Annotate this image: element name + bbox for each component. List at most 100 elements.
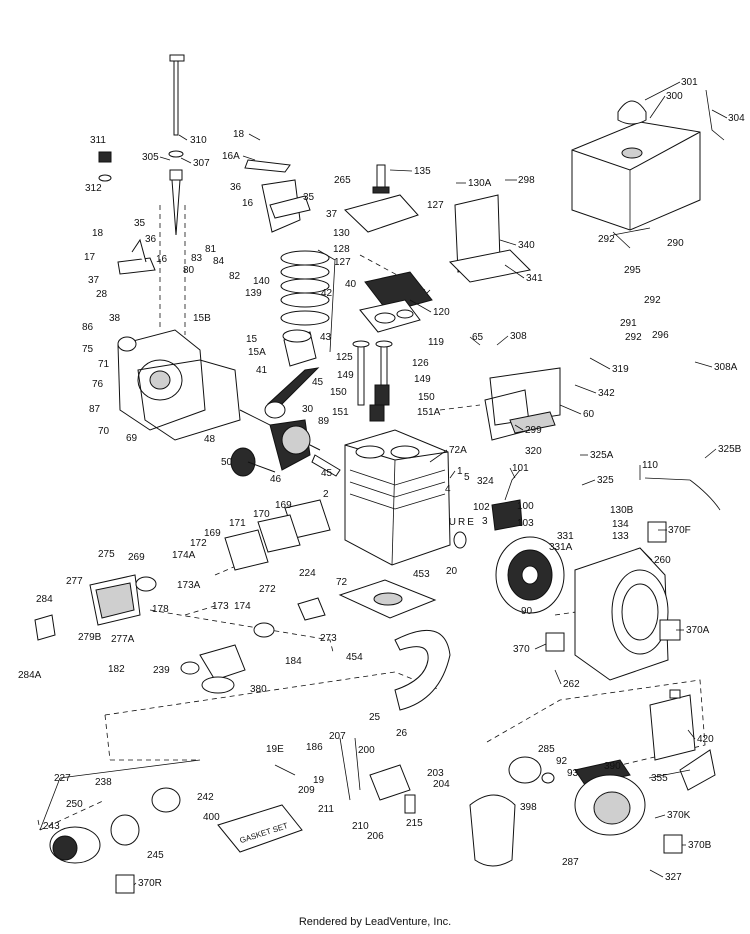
governor-brackets bbox=[117, 159, 311, 275]
callout: 36 bbox=[145, 234, 157, 245]
callout: 311 bbox=[90, 135, 106, 146]
callout: 2 bbox=[323, 489, 329, 500]
callout: 269 bbox=[128, 552, 145, 563]
callout: 150 bbox=[330, 387, 347, 398]
callout: 227 bbox=[54, 773, 71, 784]
callout: 76 bbox=[92, 379, 104, 390]
callout: 171 bbox=[229, 518, 246, 529]
callout: 243 bbox=[43, 821, 60, 832]
callout: 130A bbox=[468, 178, 492, 189]
callout: 301 bbox=[681, 77, 698, 88]
callout: 135 bbox=[414, 166, 431, 177]
callout: 134 bbox=[612, 519, 629, 530]
callout: 81 bbox=[205, 244, 217, 255]
callout: 420 bbox=[697, 734, 714, 745]
callout: 169 bbox=[204, 528, 221, 539]
callout: 239 bbox=[153, 665, 170, 676]
callout: 103 bbox=[517, 518, 534, 529]
callout: 110 bbox=[642, 460, 658, 471]
callout: 370 bbox=[513, 644, 530, 655]
callout: 19E bbox=[266, 744, 284, 755]
callout: 250 bbox=[66, 799, 83, 810]
callout: 273 bbox=[320, 633, 337, 644]
engine-block bbox=[344, 429, 467, 566]
piston-rings bbox=[280, 249, 336, 353]
footer-credit: Rendered by LeadVenture, Inc. bbox=[298, 916, 452, 928]
callout: 453 bbox=[413, 569, 430, 580]
callout: 35 bbox=[134, 218, 146, 229]
callout: 35 bbox=[303, 192, 315, 203]
callout: 292 bbox=[644, 295, 661, 306]
callout: 127 bbox=[427, 200, 444, 211]
callout: 340 bbox=[518, 240, 535, 251]
cylinder-head bbox=[359, 271, 433, 333]
callout: 50 bbox=[221, 457, 233, 468]
callout: 38 bbox=[109, 313, 121, 324]
callout: 285 bbox=[538, 744, 555, 755]
callout: 69 bbox=[126, 433, 138, 444]
callout: 75 bbox=[82, 344, 94, 355]
callout: 82 bbox=[229, 271, 241, 282]
callout: 15 bbox=[246, 334, 258, 345]
callout: 140 bbox=[253, 276, 270, 287]
callout: 200 bbox=[358, 745, 375, 756]
callout: 80 bbox=[183, 265, 195, 276]
callout: 15B bbox=[193, 313, 211, 324]
callout: 325 bbox=[597, 475, 614, 486]
callout: 28 bbox=[96, 289, 108, 300]
callout: 4 bbox=[445, 484, 451, 495]
blower-housing bbox=[574, 547, 669, 681]
callout: 245 bbox=[147, 850, 164, 861]
callout: 265 bbox=[334, 175, 351, 186]
callout: 15A bbox=[248, 347, 266, 358]
callout: 169 bbox=[275, 500, 292, 511]
valves bbox=[352, 340, 393, 422]
callout: 3 bbox=[482, 516, 488, 527]
callout: 390 bbox=[604, 761, 621, 772]
callout: 210 bbox=[352, 821, 369, 832]
callout: 17 bbox=[84, 252, 96, 263]
callout: 16 bbox=[156, 254, 168, 265]
crankcase-cover bbox=[117, 329, 241, 441]
base-plate bbox=[338, 579, 437, 619]
callout: 174A bbox=[172, 550, 196, 561]
callout: 277 bbox=[66, 576, 83, 587]
callout: 18 bbox=[92, 228, 104, 239]
callout: 18 bbox=[233, 129, 245, 140]
piston bbox=[282, 329, 317, 367]
callout: 41 bbox=[256, 365, 268, 376]
callout: 170 bbox=[253, 509, 270, 520]
callout: 207 bbox=[329, 731, 346, 742]
callout: 380 bbox=[250, 684, 267, 695]
callout: 370B bbox=[688, 840, 712, 851]
callout: 182 bbox=[108, 664, 125, 675]
callout: 102 bbox=[473, 502, 490, 513]
screen bbox=[469, 794, 516, 867]
callout-labels: 301 300 304 311 310 305 307 312 18 16A 3… bbox=[18, 77, 745, 889]
callout: 209 bbox=[298, 785, 315, 796]
muffler bbox=[34, 574, 157, 641]
callout: 86 bbox=[82, 322, 94, 333]
callout: 300 bbox=[666, 91, 683, 102]
callout: 370A bbox=[686, 625, 710, 636]
callout: 72A bbox=[449, 445, 467, 456]
callout: 342 bbox=[598, 388, 615, 399]
callout: 70 bbox=[98, 426, 110, 437]
callout: 5 bbox=[464, 472, 470, 483]
callout: 331 bbox=[557, 531, 574, 542]
callout: 83 bbox=[191, 253, 203, 264]
callout: 173 bbox=[212, 601, 229, 612]
callout: 292 bbox=[625, 332, 642, 343]
callout: 355 bbox=[651, 773, 668, 784]
callout: 172 bbox=[190, 538, 207, 549]
callout: 284A bbox=[18, 670, 42, 681]
leader-lines bbox=[39, 81, 728, 886]
callout: 30 bbox=[302, 404, 314, 415]
callout: 48 bbox=[204, 434, 216, 445]
callout: 454 bbox=[346, 652, 363, 663]
callout: 128 bbox=[333, 244, 350, 255]
callout: 1 bbox=[457, 466, 463, 477]
callout: 287 bbox=[562, 857, 579, 868]
callout: 126 bbox=[412, 358, 429, 369]
starter-cup-and-recoil bbox=[508, 749, 716, 836]
